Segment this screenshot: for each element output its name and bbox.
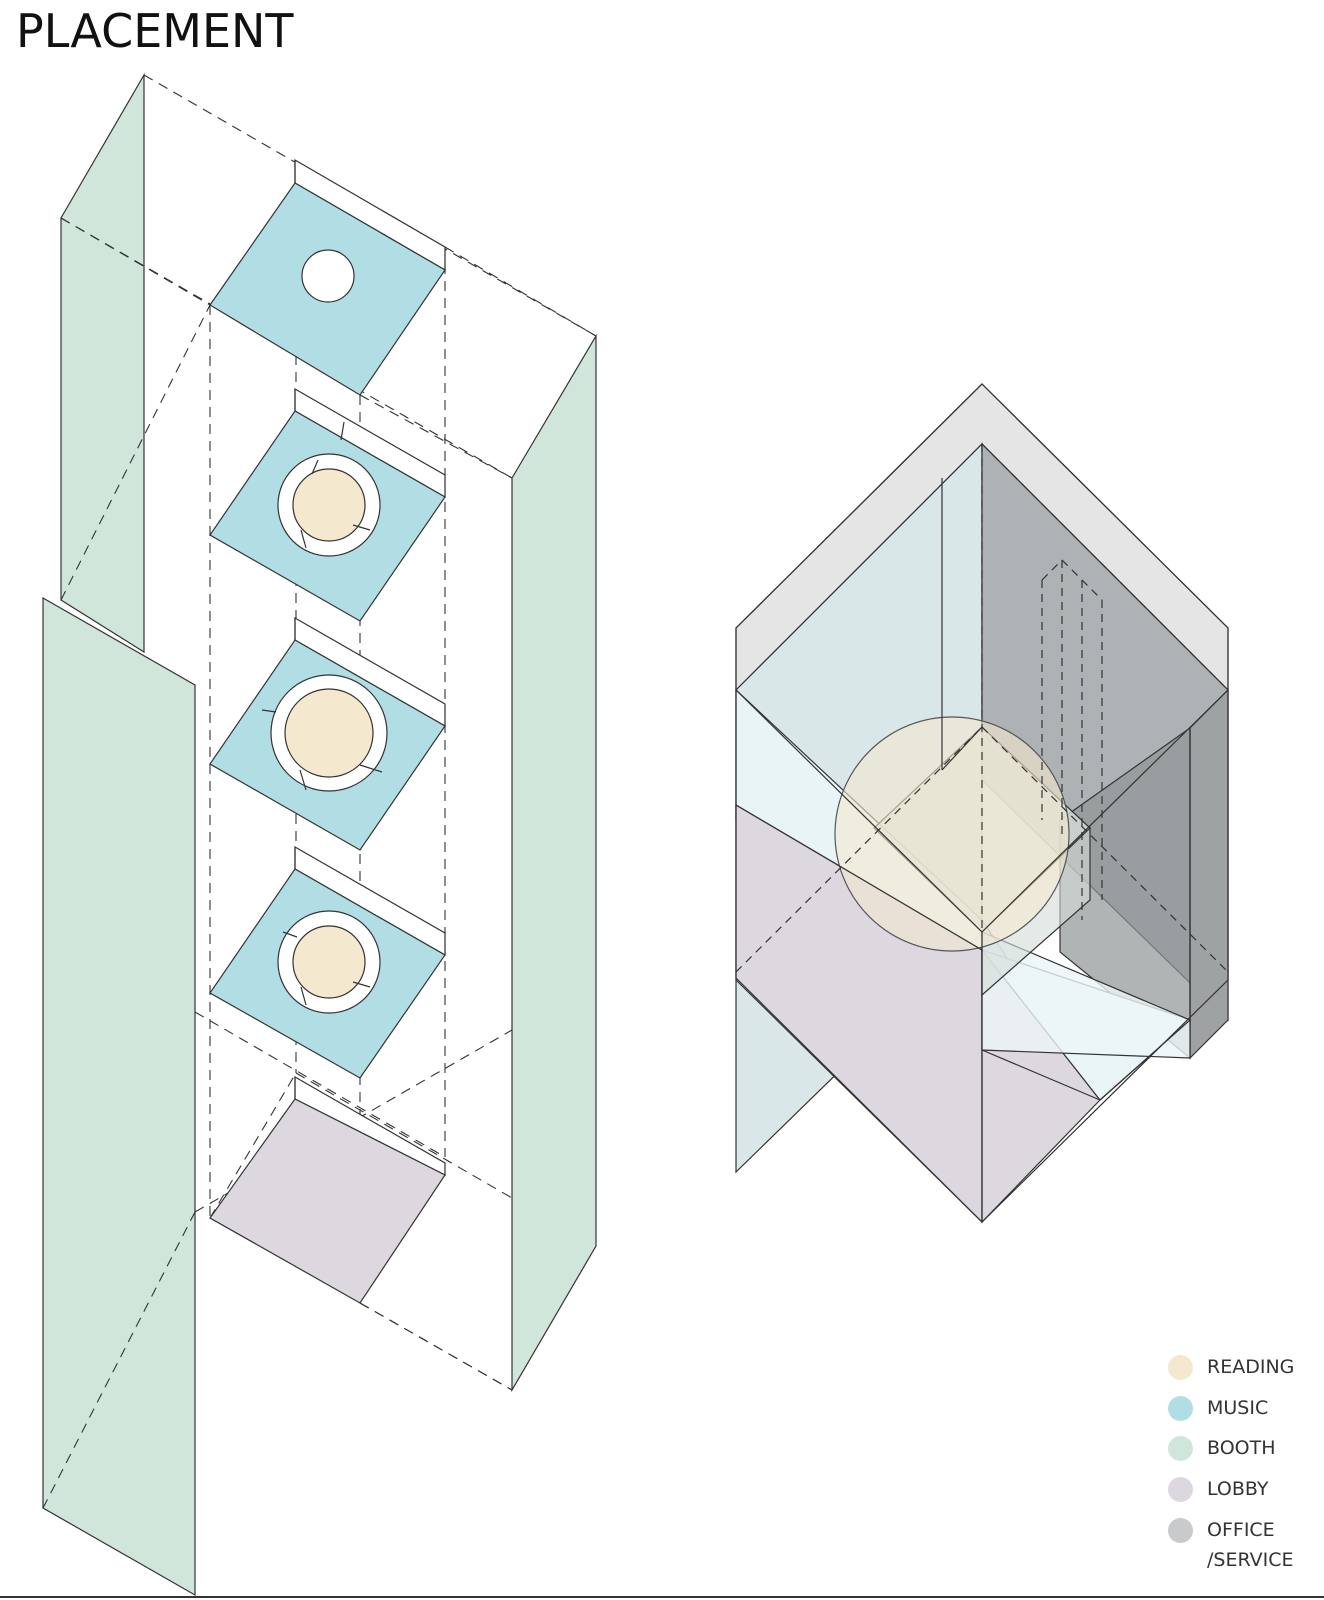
- assembled-mass: [735, 383, 1229, 1224]
- legend-item-office: OFFICE /SERVICE: [1168, 1518, 1294, 1575]
- floor-3-music-reading: [209, 616, 446, 851]
- reading-swatch-icon: [1168, 1355, 1193, 1380]
- legend-item-lobby: LOBBY: [1168, 1477, 1269, 1504]
- legend-item-booth: BOOTH: [1168, 1436, 1276, 1463]
- booth-wall-right: [511, 333, 597, 1393]
- floor-top-music: [209, 158, 446, 396]
- booth-wall-back-left: [60, 72, 145, 654]
- legend-label-line1: OFFICE: [1207, 1519, 1275, 1541]
- legend-item-reading: READING: [1168, 1355, 1294, 1382]
- floor-bottom-lobby: [209, 1075, 446, 1304]
- page-title: PLACEMENT: [16, 4, 294, 58]
- legend-item-music: MUSIC: [1168, 1396, 1268, 1423]
- office-swatch-icon: [1168, 1518, 1193, 1543]
- legend-label: BOOTH: [1207, 1437, 1276, 1459]
- music-swatch-icon: [1168, 1396, 1193, 1421]
- bottom-rule: [0, 1596, 1324, 1598]
- legend-label: READING: [1207, 1356, 1295, 1378]
- legend-label: OFFICE /SERVICE: [1207, 1515, 1294, 1575]
- floor-4-music-reading: [209, 845, 446, 1079]
- lobby-swatch-icon: [1168, 1477, 1193, 1502]
- legend-label: LOBBY: [1207, 1478, 1269, 1500]
- legend-label-line2: /SERVICE: [1207, 1549, 1294, 1571]
- booth-swatch-icon: [1168, 1436, 1193, 1461]
- legend-label: MUSIC: [1207, 1397, 1269, 1419]
- floor-2-music-reading: [209, 387, 446, 622]
- booth-wall-front-left: [42, 596, 196, 1597]
